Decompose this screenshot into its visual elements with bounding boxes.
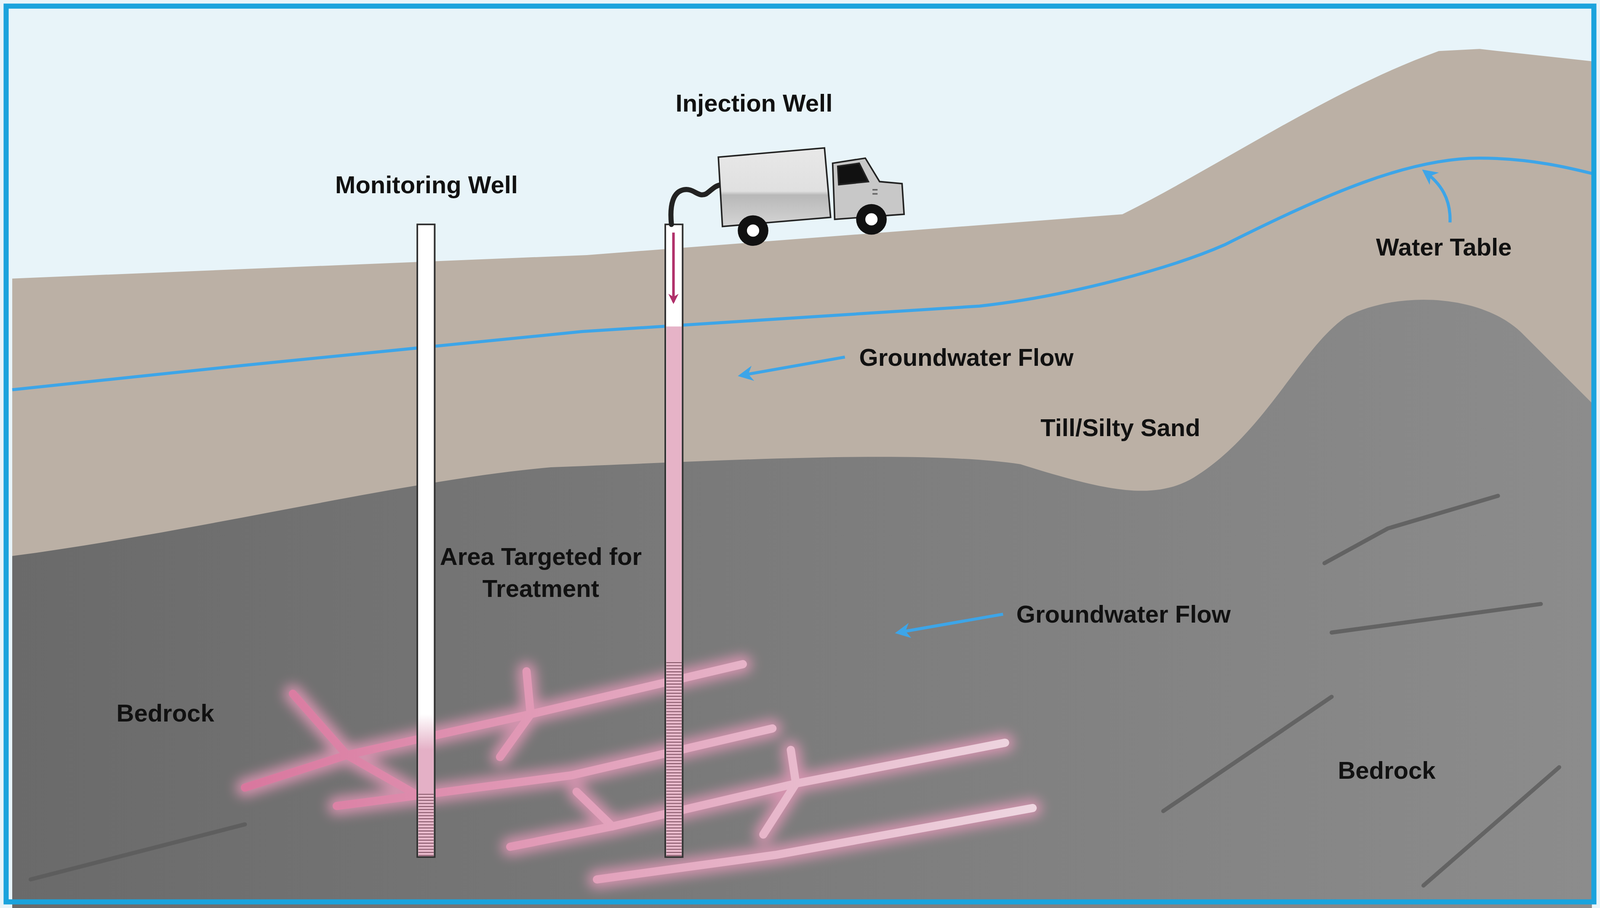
zone-label: Area Targeted for Treatment xyxy=(439,540,642,605)
layer-label: Bedrock xyxy=(1337,754,1436,787)
flow-label: Groundwater Flow xyxy=(859,341,1074,374)
flow-label: Groundwater Flow xyxy=(1016,598,1231,630)
well-label: Injection Well xyxy=(675,87,833,119)
layer-label: Till/Silty Sand xyxy=(1040,411,1200,444)
water-table-label: Water Table xyxy=(1376,231,1512,263)
layer-label: Bedrock xyxy=(116,697,215,729)
well-label: Monitoring Well xyxy=(335,168,518,201)
